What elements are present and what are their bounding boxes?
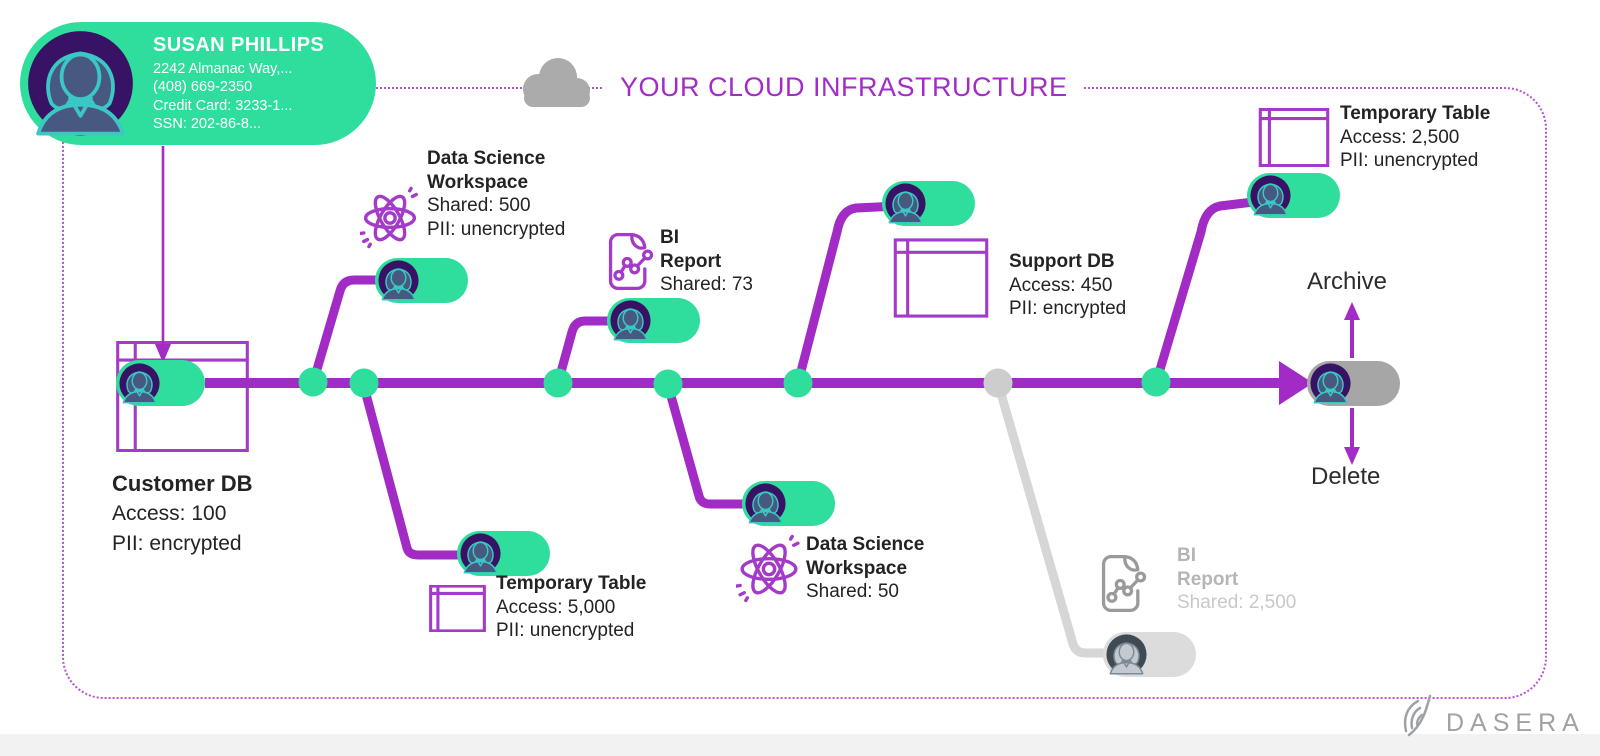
pill-avatar-icon bbox=[460, 533, 501, 574]
support-db-label: Support DB Access: 450 PII: encrypted bbox=[1009, 250, 1126, 321]
pill-avatar-icon bbox=[885, 183, 926, 224]
temp-table-bottom-access: Access: 5,000 bbox=[496, 596, 616, 618]
pill-temp-table-bottom bbox=[457, 531, 550, 576]
support-db-pii: PII: encrypted bbox=[1009, 298, 1127, 319]
brand-logo: DASERA bbox=[1396, 692, 1585, 740]
user-phone: (408) 669-2350 bbox=[153, 79, 253, 95]
pill-avatar-icon bbox=[119, 363, 160, 404]
user-credit-card: Credit Card: 3233-1... bbox=[153, 97, 293, 114]
pill-avatar-icon bbox=[610, 300, 651, 341]
temp-table-bottom-title: Temporary Table bbox=[496, 573, 647, 594]
support-db-title: Support DB bbox=[1009, 251, 1115, 272]
user-card: SUSAN PHILLIPS 2242 Almanac Way,... (408… bbox=[20, 22, 376, 145]
ds-workspace-bottom-title: Data Science Workspace bbox=[806, 534, 925, 579]
bi-report-bottom-label: BI Report Shared: 2,500 bbox=[1177, 544, 1296, 615]
user-name: SUSAN PHILLIPS bbox=[153, 33, 325, 56]
pill-avatar-icon bbox=[745, 483, 786, 524]
ds-workspace-bottom-label: Data Science Workspace Shared: 50 bbox=[806, 533, 936, 604]
temp-table-top-icon bbox=[1258, 108, 1330, 167]
data-science-atom-icon-top bbox=[360, 186, 420, 250]
bi-report-top-label: BI Report Shared: 73 bbox=[660, 226, 753, 297]
temp-table-top-label: Temporary Table Access: 2,500 PII: unenc… bbox=[1340, 102, 1490, 173]
archive-label: Archive bbox=[1307, 268, 1388, 295]
temp-table-bottom-label: Temporary Table Access: 5,000 PII: unenc… bbox=[496, 572, 646, 643]
customer-db-title: Customer DB bbox=[112, 471, 253, 496]
delete-label: Delete bbox=[1311, 463, 1381, 490]
bi-report-top-title: BI Report bbox=[660, 227, 722, 272]
brand-name: DASERA bbox=[1446, 708, 1585, 737]
pill-temp-table-top bbox=[1247, 173, 1340, 218]
ds-workspace-top-label: Data Science Workspace Shared: 500 PII: … bbox=[427, 147, 565, 241]
bi-report-top-shared: Shared: 73 bbox=[660, 274, 753, 295]
pill-avatar-icon bbox=[1250, 175, 1291, 216]
pill-avatar-icon bbox=[378, 260, 419, 301]
ds-workspace-top-shared: Shared: 500 bbox=[427, 195, 531, 216]
ds-workspace-top-pii: PII: unencrypted bbox=[427, 218, 566, 240]
page-title: YOUR CLOUD INFRASTRUCTURE bbox=[604, 68, 1084, 106]
pill-bi-top bbox=[607, 298, 700, 343]
pill-ds-top bbox=[375, 258, 468, 303]
user-address: 2242 Almanac Way,... bbox=[153, 60, 293, 77]
user-ssn: SSN: 202-86-8... bbox=[153, 116, 261, 132]
temp-table-top-access: Access: 2,500 bbox=[1340, 126, 1460, 148]
temp-table-top-title: Temporary Table bbox=[1340, 103, 1491, 124]
ds-workspace-top-title: Data Science Workspace bbox=[427, 148, 546, 193]
bottom-strip bbox=[0, 734, 1600, 756]
ds-workspace-bottom-shared: Shared: 50 bbox=[806, 581, 899, 602]
user-avatar bbox=[27, 30, 134, 137]
bi-report-icon-bottom-gray bbox=[1098, 552, 1148, 615]
pill-ds-bottom bbox=[742, 481, 835, 526]
support-db-access: Access: 450 bbox=[1009, 274, 1113, 296]
pill-support-db bbox=[882, 181, 975, 226]
customer-db-pii: PII: encrypted bbox=[112, 532, 242, 555]
bi-report-bottom-shared: Shared: 2,500 bbox=[1177, 592, 1297, 613]
pill-flow-end bbox=[1307, 361, 1400, 406]
temp-table-bottom-icon bbox=[428, 585, 487, 632]
customer-db-access: Access: 100 bbox=[112, 502, 227, 525]
pill-bi-bottom-gray bbox=[1103, 632, 1196, 677]
bi-report-bottom-title: BI Report bbox=[1177, 545, 1239, 590]
support-db-table-icon bbox=[892, 238, 990, 318]
pill-avatar-icon-gray bbox=[1106, 634, 1147, 675]
dasera-mark-icon bbox=[1403, 694, 1432, 737]
cloud-icon bbox=[523, 58, 590, 107]
customer-db-label: Customer DB Access: 100 PII: encrypted bbox=[112, 469, 253, 559]
temp-table-top-pii: PII: unencrypted bbox=[1340, 150, 1479, 171]
pill-avatar-icon bbox=[1310, 363, 1351, 404]
temp-table-bottom-pii: PII: unencrypted bbox=[496, 620, 635, 641]
pill-customer-db bbox=[116, 360, 205, 406]
bi-report-icon-top bbox=[605, 231, 655, 292]
data-science-atom-icon-bottom bbox=[736, 533, 802, 605]
